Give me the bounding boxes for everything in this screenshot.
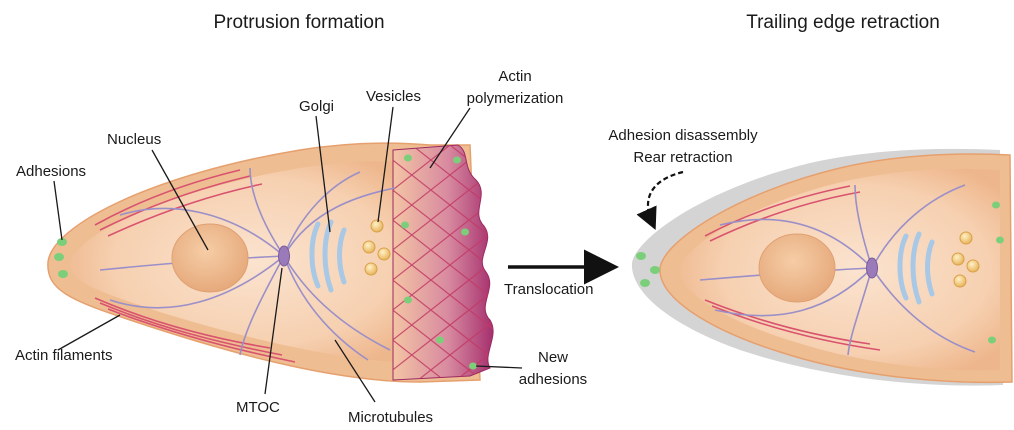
label-adhesions: Adhesions <box>16 163 86 180</box>
label-mtoc: MTOC <box>236 399 280 416</box>
right-mtoc <box>867 258 878 278</box>
label-microtubules: Microtubules <box>348 409 433 426</box>
mtoc <box>279 246 290 266</box>
label-translocation: Translocation <box>504 281 594 298</box>
label-actin-filaments: Actin filaments <box>15 347 113 364</box>
label-nucleus: Nucleus <box>107 131 161 148</box>
title-trailing-edge-retraction: Trailing edge retraction <box>746 12 940 33</box>
right-cell <box>632 149 1012 386</box>
label-new-adhesions-line2: adhesions <box>519 371 587 388</box>
label-actin-polymerization-line2: polymerization <box>467 90 564 107</box>
title-protrusion-formation: Protrusion formation <box>213 12 384 33</box>
label-golgi: Golgi <box>299 98 334 115</box>
label-adhesion-disassembly: Adhesion disassembly <box>608 127 758 144</box>
nucleus <box>172 224 248 292</box>
dashed-curved-arrow-icon <box>648 172 683 222</box>
label-rear-retraction: Rear retraction <box>633 149 732 166</box>
label-new-adhesions-line1: New <box>538 349 568 366</box>
label-vesicles: Vesicles <box>366 88 421 105</box>
right-nucleus <box>759 234 835 302</box>
label-actin-polymerization-line1: Actin <box>498 68 531 85</box>
